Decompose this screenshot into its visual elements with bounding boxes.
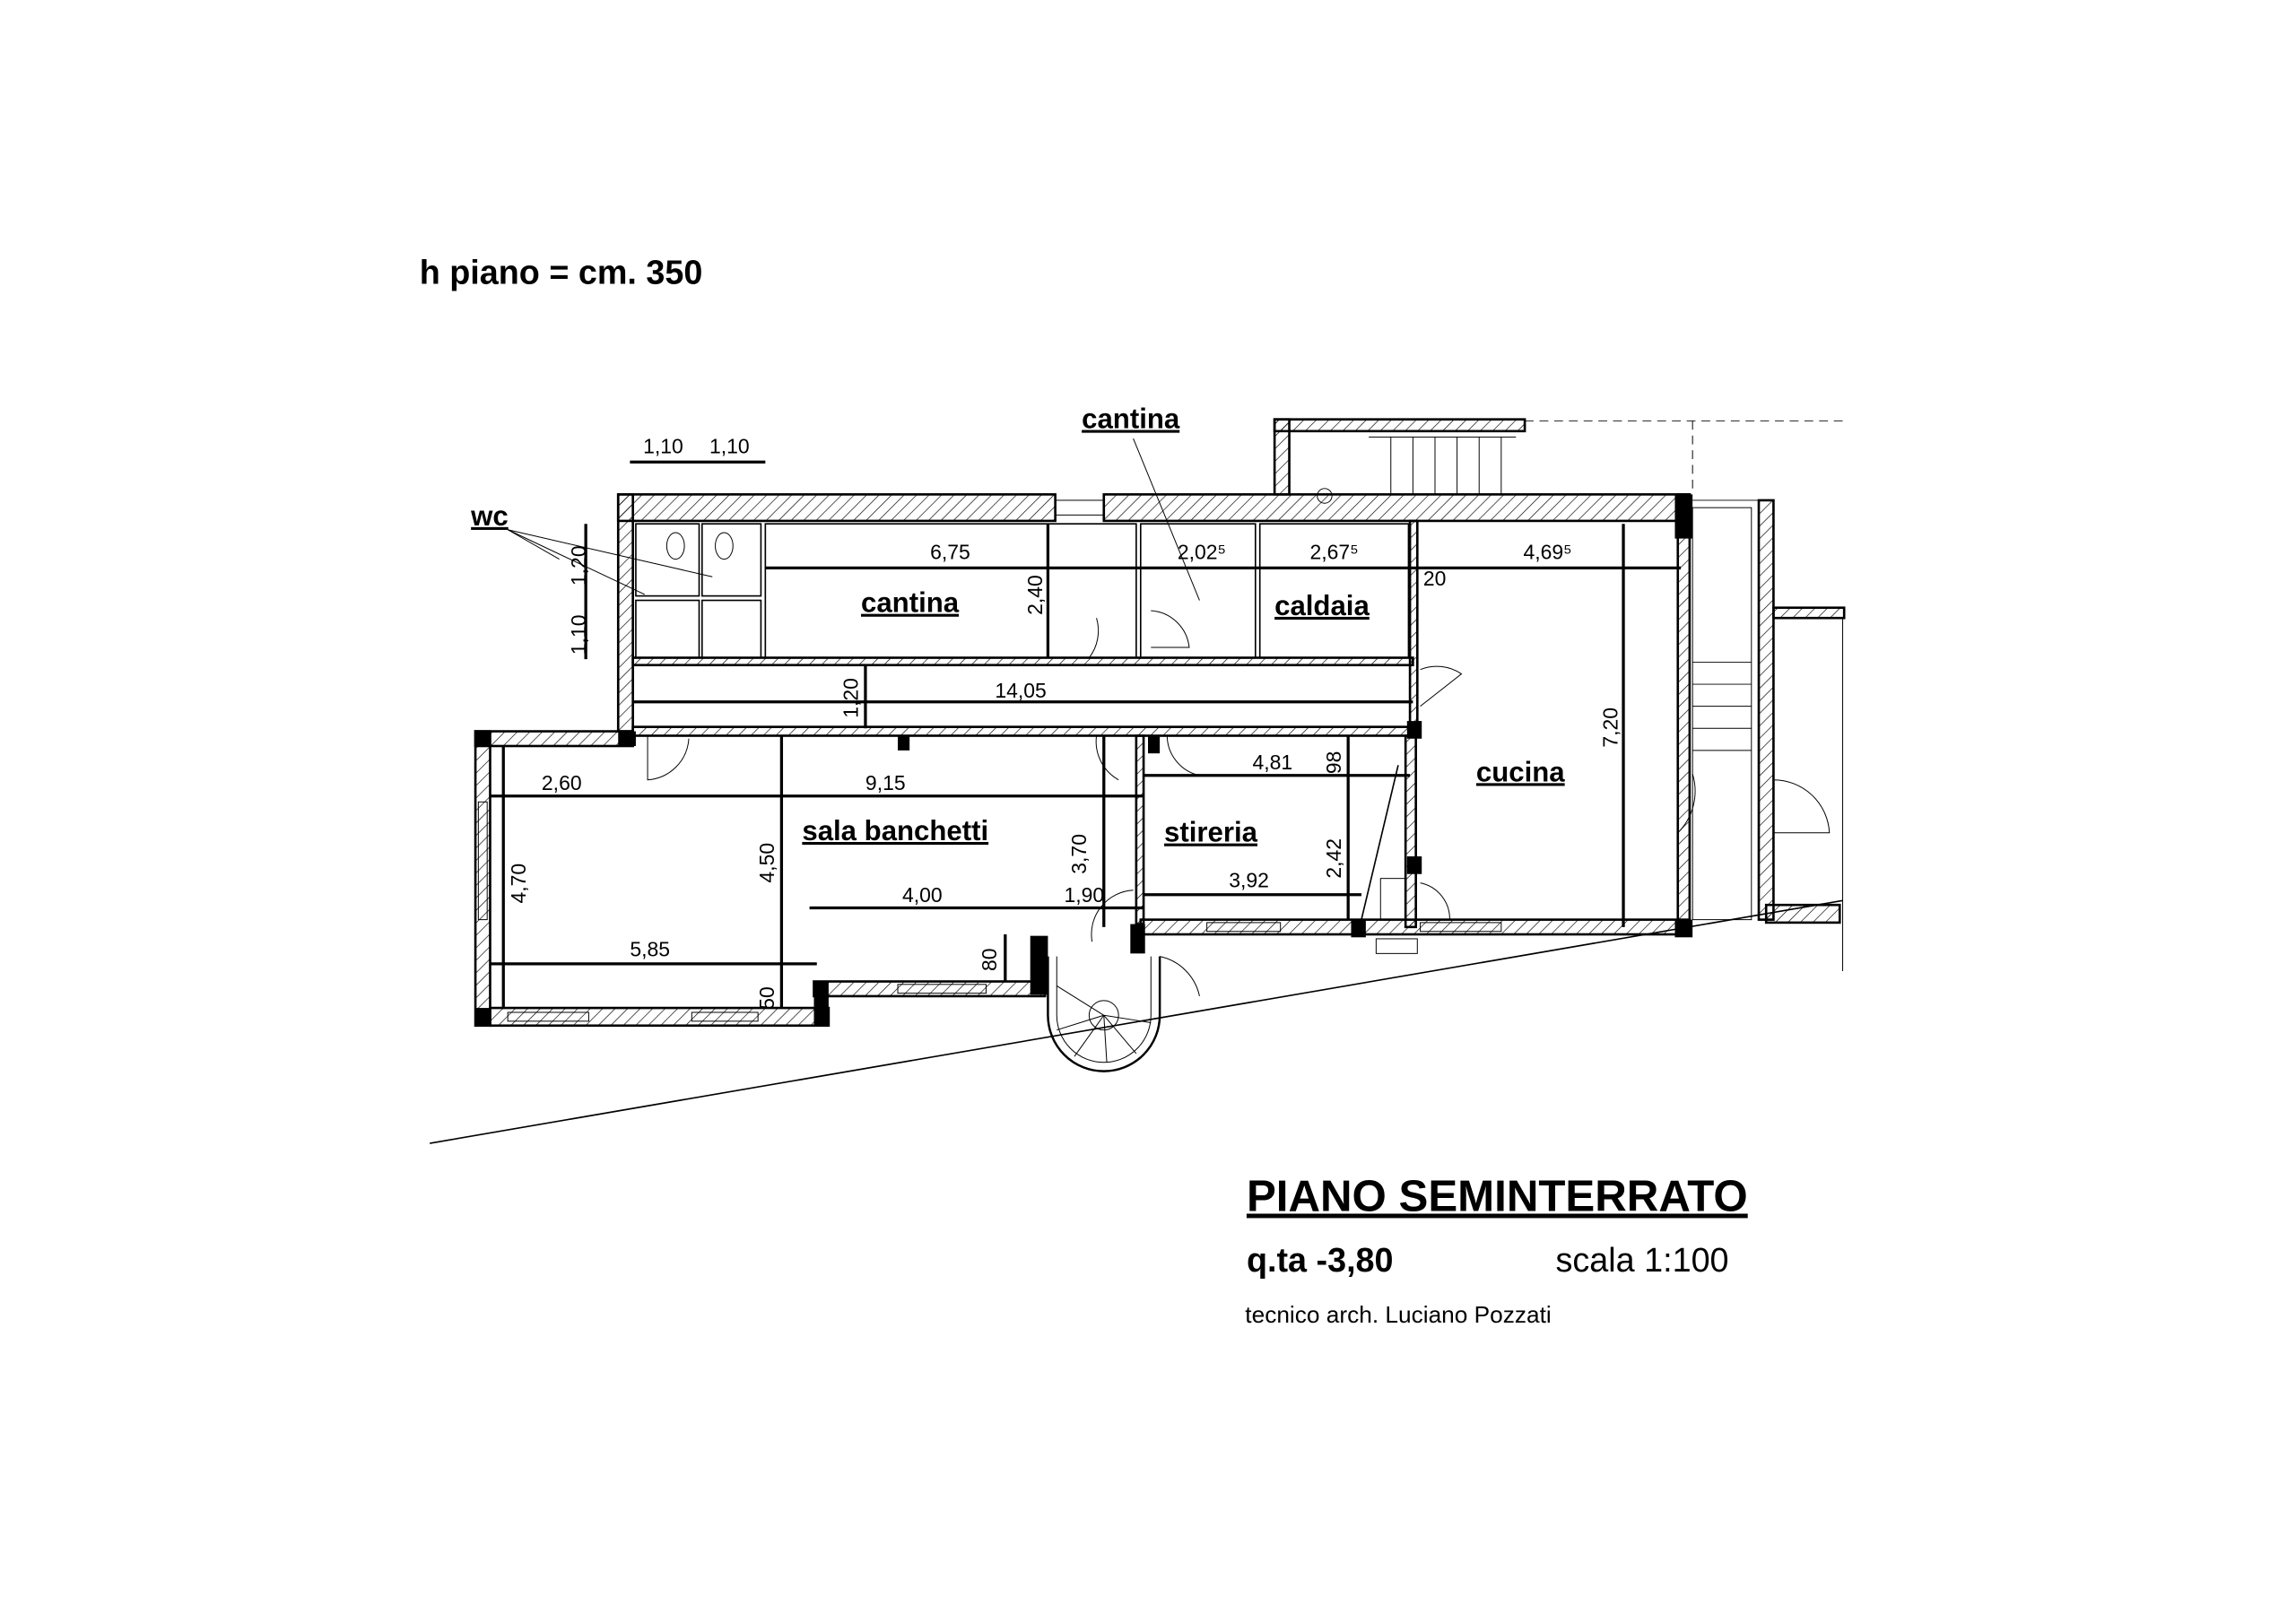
dim-label: 80	[978, 948, 1001, 971]
dim-label: 1,90	[1064, 883, 1104, 907]
dim-label: 1,10	[567, 615, 590, 655]
dim-label: 1,20	[839, 678, 863, 718]
dim-label: 1,10	[709, 434, 750, 457]
title-block: PIANO SEMINTERRATO q.ta -3,80 scala 1:10…	[1245, 1172, 1747, 1329]
dim-label: 9,15	[865, 771, 906, 794]
dim-label: 20	[1423, 567, 1447, 590]
dimension-labels: 1,10 1,10 1,20 1,10 6,75 2,40 2,02⁵ 2,67…	[507, 434, 1622, 1009]
room-label-cantina: cantina	[861, 587, 960, 619]
room-label-cantina-top: cantina	[1082, 404, 1180, 435]
dim-label: 6,75	[930, 541, 970, 564]
dimension-lines	[430, 460, 1843, 1144]
dim-label: 4,69⁵	[1523, 541, 1571, 564]
dim-label: 2,42	[1322, 838, 1345, 879]
room-label-sala-banchetti: sala banchetti	[802, 815, 988, 846]
dim-label: 4,00	[902, 883, 943, 907]
dim-label: 1,10	[643, 434, 683, 457]
room-labels: cantina wc cantina caldaia cucina sala b…	[470, 404, 1565, 848]
scale-label: scala 1:100	[1556, 1241, 1729, 1279]
plan-title: PIANO SEMINTERRATO	[1247, 1172, 1748, 1221]
dim-label: 98	[1322, 751, 1345, 775]
dim-label: 4,70	[507, 864, 530, 904]
dim-label: 2,60	[542, 771, 582, 794]
room-label-caldaia: caldaia	[1274, 590, 1370, 621]
author-label: tecnico arch. Luciano Pozzati	[1245, 1301, 1551, 1328]
dim-label: 50	[755, 986, 778, 1010]
room-label-cucina: cucina	[1476, 756, 1565, 787]
dim-label: 2,40	[1023, 575, 1047, 615]
room-label-stireria: stireria	[1164, 817, 1258, 848]
dim-label: 2,02⁵	[1178, 541, 1226, 564]
room-label-wc: wc	[470, 500, 509, 532]
dim-label: 3,92	[1229, 869, 1269, 892]
floor-height-note: h piano = cm. 350	[420, 254, 703, 291]
dim-label: 2,67⁵	[1310, 541, 1359, 564]
dim-label: 1,20	[567, 545, 590, 586]
dim-label: 14,05	[995, 679, 1046, 702]
dim-label: 4,81	[1253, 751, 1293, 774]
walls	[474, 418, 1846, 1072]
dim-label: 5,85	[630, 938, 670, 961]
level-label: q.ta -3,80	[1247, 1241, 1394, 1279]
dim-label: 3,70	[1067, 834, 1091, 874]
dim-label: 7,20	[1598, 707, 1622, 748]
dim-label: 4,50	[755, 843, 778, 883]
